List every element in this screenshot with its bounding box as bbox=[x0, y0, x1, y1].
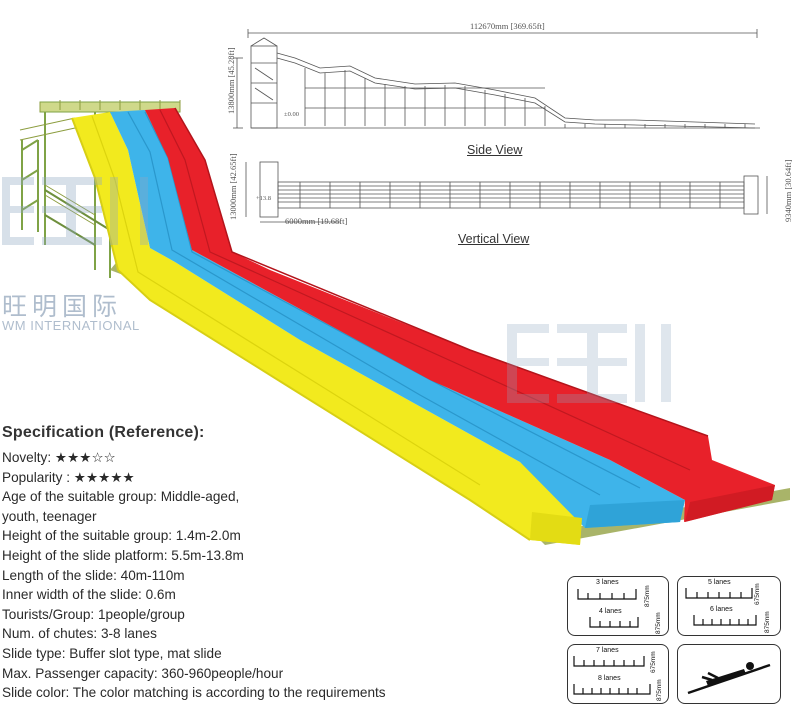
spec-chutes: Num. of chutes: 3-8 lanes bbox=[2, 626, 157, 642]
railings bbox=[19, 100, 181, 226]
vertical-view-drawing bbox=[245, 161, 768, 223]
spec-age-group-cont: youth, teenager bbox=[2, 508, 97, 524]
spec-slide-length: Length of the slide: 40m-110m bbox=[2, 567, 185, 583]
lane-label-6: 6 lanes bbox=[710, 606, 733, 613]
platform-width-dim: 6000mm [19.68ft] bbox=[285, 216, 348, 226]
blue-lanes bbox=[110, 110, 685, 528]
spec-platform-height: Height of the slide platform: 5.5m-13.8m bbox=[2, 547, 244, 563]
lane-box-3-4: 3 lanes 4 lanes 875mm 875mm bbox=[567, 576, 669, 636]
spec-inner-width: Inner width of the slide: 0.6m bbox=[2, 587, 176, 603]
lane-box-7-8: 7 lanes 8 lanes 675mm 875mm bbox=[567, 644, 669, 704]
mat-rider-icon bbox=[687, 662, 771, 695]
watermark-logo bbox=[2, 177, 148, 245]
ground-mark: ±0.00 bbox=[284, 111, 299, 118]
spec-novelty: Novelty: ★★★☆☆ bbox=[2, 450, 116, 465]
side-view-drawing bbox=[233, 29, 760, 129]
lane-dim-675b: 675mm bbox=[650, 651, 657, 673]
lane-label-3: 3 lanes bbox=[596, 579, 619, 586]
lane-dim-875b: 875mm bbox=[655, 612, 662, 634]
lane-label-4: 4 lanes bbox=[599, 608, 622, 615]
spec-popularity: Popularity : ★★★★★ bbox=[2, 469, 135, 485]
watermark-en: WM INTERNATIONAL bbox=[2, 318, 140, 333]
mat-slide-icon-box bbox=[677, 644, 781, 704]
spec-color: Slide color: The color matching is accor… bbox=[2, 685, 386, 701]
slide-illustration bbox=[19, 100, 790, 545]
spec-age-group: Age of the suitable group: Middle-aged, bbox=[2, 489, 240, 505]
specification-panel: Specification (Reference): Novelty: ★★★☆… bbox=[2, 424, 422, 703]
red-lanes bbox=[145, 108, 775, 522]
lane-box-5-6: 5 lanes 6 lanes 675mm 875mm bbox=[677, 576, 781, 636]
end-width-dim: 9340mm [30.64ft] bbox=[783, 159, 793, 222]
spec-capacity: Max. Passenger capacity: 360-960people/h… bbox=[2, 665, 284, 681]
side-height-dim: 13800mm [45.28ft] bbox=[226, 47, 236, 114]
side-view-label: Side View bbox=[467, 143, 523, 157]
lane-dim-875a: 875mm bbox=[644, 585, 651, 607]
overall-length-dim: 112670mm [369.65ft] bbox=[470, 21, 545, 31]
vertical-height-dim: 13000mm [42.65ft] bbox=[228, 153, 238, 220]
spec-slide-type: Slide type: Buffer slot type, mat slide bbox=[2, 645, 222, 661]
lane-dim-875c: 875mm bbox=[764, 611, 771, 633]
lane-dim-675: 675mm bbox=[754, 583, 761, 605]
lane-dim-875d: 875mm bbox=[656, 679, 663, 701]
spec-height-group: Height of the suitable group: 1.4m-2.0m bbox=[2, 528, 241, 544]
lane-label-7: 7 lanes bbox=[596, 647, 619, 654]
watermark-cn: 旺明国际 bbox=[2, 292, 123, 321]
lane-label-5: 5 lanes bbox=[708, 579, 731, 586]
yellow-lanes bbox=[72, 112, 582, 545]
level-mark: +13.8 bbox=[256, 195, 272, 202]
watermark-logo-center bbox=[507, 324, 671, 403]
vertical-view-label: Vertical View bbox=[458, 232, 530, 246]
spec-tourists-group: Tourists/Group: 1people/group bbox=[2, 606, 185, 622]
spec-title: Specification (Reference): bbox=[2, 424, 205, 441]
lane-label-8: 8 lanes bbox=[598, 675, 621, 682]
